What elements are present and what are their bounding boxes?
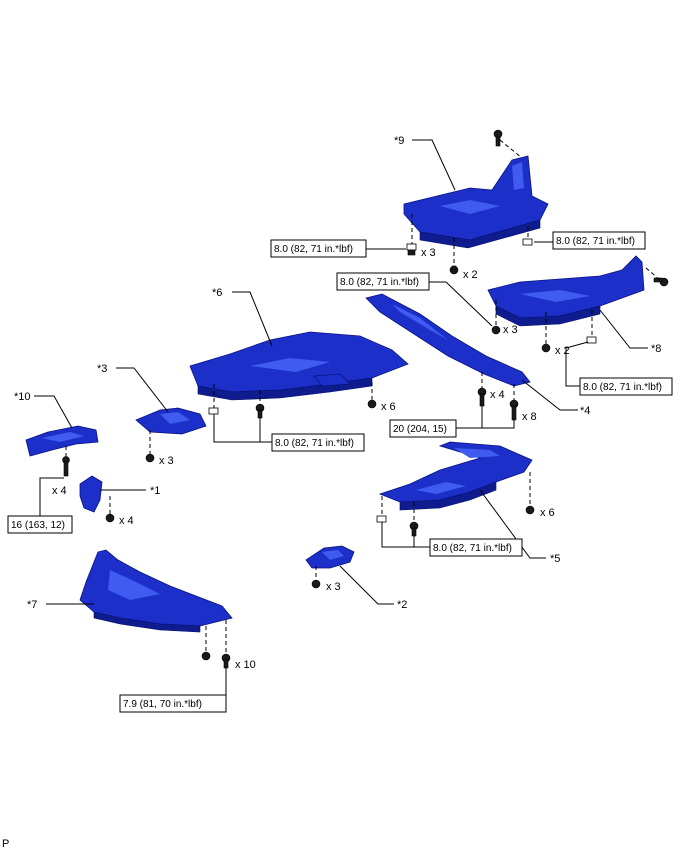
torque-label: 16 (163, 12) xyxy=(11,520,65,531)
callout-8: *8 xyxy=(651,343,661,355)
quantity-label: x 2 xyxy=(463,269,478,281)
quantity-label: x 3 xyxy=(503,324,518,336)
callout-3: *3 xyxy=(97,363,107,375)
bolt-icon xyxy=(477,387,487,407)
callout-4: *4 xyxy=(580,405,590,417)
part-4-side-cover xyxy=(365,293,531,387)
callout-5: *5 xyxy=(550,553,560,565)
bolt-icon xyxy=(367,399,377,409)
bolt-icon xyxy=(409,521,419,537)
bolt-icon xyxy=(201,651,211,661)
part-10-cover xyxy=(25,425,99,457)
quantity-label: x 4 xyxy=(490,389,505,401)
quantity-label: x 2 xyxy=(555,345,570,357)
callout-6: *6 xyxy=(212,287,222,299)
bolt-icon xyxy=(311,579,321,589)
torque-label: 8.0 (82, 71 in.*lbf) xyxy=(433,543,512,554)
torque-label: 7.9 (81, 70 in.*lbf) xyxy=(123,699,202,710)
quantity-label: x 8 xyxy=(522,411,537,423)
bolt-icon xyxy=(541,343,551,353)
torque-label: 8.0 (82, 71 in.*lbf) xyxy=(340,277,419,288)
clip-icon xyxy=(522,238,533,246)
torque-label: 8.0 (82, 71 in.*lbf) xyxy=(275,438,354,449)
clip-icon xyxy=(208,407,219,415)
part-6-under-cover xyxy=(189,331,409,401)
bolt-icon xyxy=(105,513,115,523)
bolt-icon xyxy=(525,505,535,515)
part-3-cover xyxy=(135,407,207,435)
bolt-icon xyxy=(449,265,459,275)
quantity-label: x 4 xyxy=(119,515,134,527)
clip-icon xyxy=(586,336,597,344)
torque-label: 20 (204, 15) xyxy=(393,424,447,435)
figure-code: P xyxy=(2,838,10,850)
part-7-fender-liner xyxy=(79,549,233,633)
part-9-engine-under-cover xyxy=(403,155,549,249)
torque-label: 8.0 (82, 71 in.*lbf) xyxy=(583,382,662,393)
quantity-label: x 3 xyxy=(421,247,436,259)
callout-2: *2 xyxy=(397,599,407,611)
quantity-label: x 6 xyxy=(381,401,396,413)
bolt-icon xyxy=(145,453,155,463)
quantity-label: x 3 xyxy=(326,581,341,593)
callout-9: *9 xyxy=(394,135,404,147)
quantity-label: x 4 xyxy=(52,485,67,497)
bolt-icon xyxy=(491,325,501,335)
bolt-icon xyxy=(221,653,231,669)
quantity-label: x 3 xyxy=(159,455,174,467)
quantity-label: x 6 xyxy=(540,507,555,519)
clip-icon xyxy=(406,243,417,256)
callout-1: *1 xyxy=(150,485,160,497)
callout-10: *10 xyxy=(14,391,31,403)
bolt-icon xyxy=(255,403,265,419)
torque-label: 8.0 (82, 71 in.*lbf) xyxy=(556,236,635,247)
torque-label: 8.0 (82, 71 in.*lbf) xyxy=(274,244,353,255)
quantity-label: x 10 xyxy=(235,659,256,671)
part-2-cover xyxy=(305,545,355,569)
clip-icon xyxy=(376,515,387,523)
callout-7: *7 xyxy=(27,599,37,611)
bolt-icon xyxy=(493,129,503,147)
bolt-icon xyxy=(62,456,70,477)
part-1-bracket xyxy=(79,475,103,513)
part-5-under-cover xyxy=(378,441,533,511)
bolt-icon xyxy=(653,277,669,287)
part-8-under-cover xyxy=(487,255,645,327)
bolt-icon xyxy=(509,399,519,421)
